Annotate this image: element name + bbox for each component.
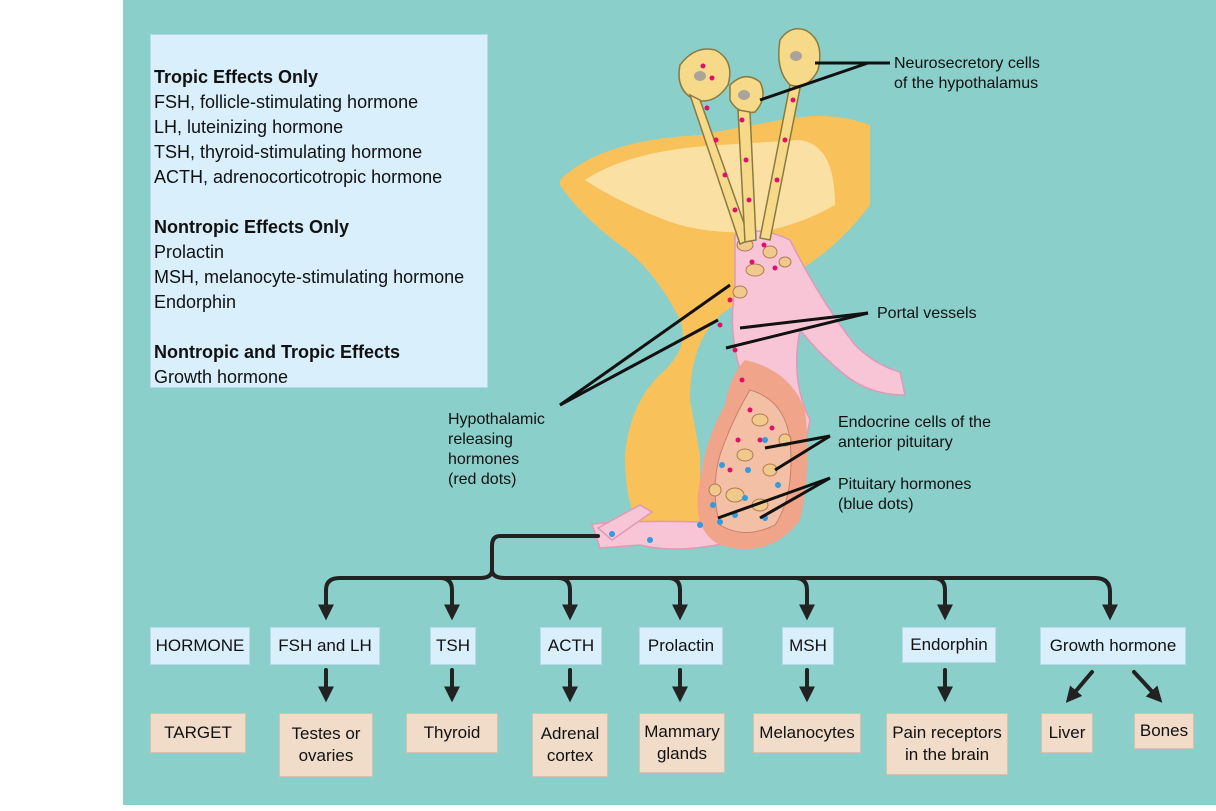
hormone-fsh-lh: FSH and LH	[270, 627, 380, 665]
nontropic-title: Nontropic Effects Only	[154, 217, 350, 237]
distribution-tree	[318, 534, 1163, 703]
legend-item: MSH, melanocyte-stimulating hormone	[154, 267, 465, 287]
target-row-label: TARGET	[150, 713, 246, 753]
legend-item: FSH, follicle-stimulating hormone	[154, 92, 419, 112]
cell-nuclei	[694, 51, 802, 100]
target-thyroid: Thyroid	[406, 713, 498, 753]
legend-item: Endorphin	[154, 292, 237, 312]
legend-item: TSH, thyroid-stimulating hormone	[154, 142, 423, 162]
neurosecretory-cells	[678, 28, 821, 245]
legend-item: Prolactin	[154, 242, 225, 262]
tropic-title: Tropic Effects Only	[154, 67, 319, 87]
hormone-growth: Growth hormone	[1040, 627, 1186, 665]
target-liver: Liver	[1041, 713, 1093, 753]
legend-item: Growth hormone	[154, 367, 289, 387]
portal-vessels-label: Portal vessels	[877, 305, 977, 322]
hormone-prolactin: Prolactin	[639, 627, 723, 665]
target-melanocytes: Melanocytes	[753, 713, 861, 753]
hormone-endorphin: Endorphin	[902, 627, 996, 663]
hormone-tsh: TSH	[430, 627, 476, 665]
red-dots	[700, 63, 796, 473]
callout-lines	[559, 61, 890, 520]
both-effects-title: Nontropic and Tropic Effects	[154, 342, 401, 362]
hormone-msh: MSH	[782, 627, 834, 665]
target-bones: Bones	[1134, 713, 1194, 749]
hormone-row-label: HORMONE	[150, 627, 250, 665]
hormone-effects-legend: Tropic Effects Only FSH, follicle-stimul…	[150, 34, 488, 388]
pituitary-hormones-label: Pituitary hormones(blue dots)	[838, 476, 972, 513]
capillary-network	[708, 238, 792, 512]
hormone-acth: ACTH	[540, 627, 602, 665]
legend-item: ACTH, adrenocorticotropic hormone	[154, 167, 443, 187]
legend-item: LH, luteinizing hormone	[154, 117, 344, 137]
